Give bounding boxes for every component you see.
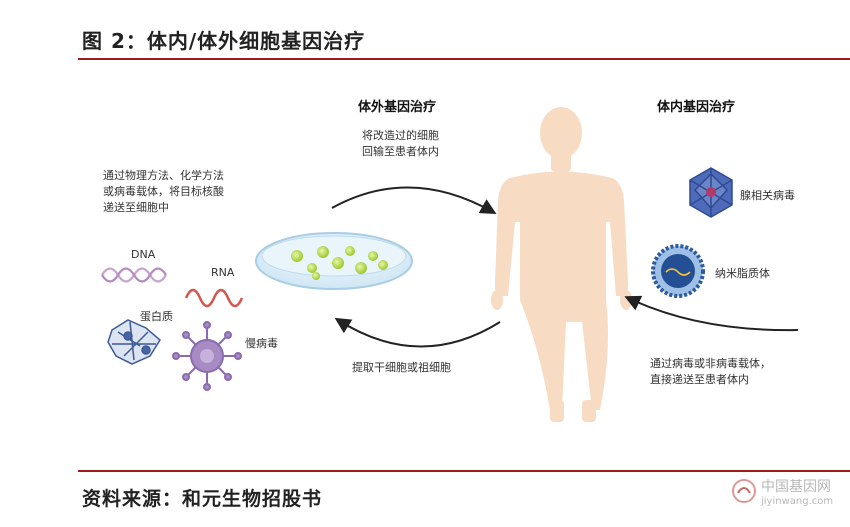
watermark-en: jiyinwang.com [761, 496, 834, 507]
return-arrow [331, 186, 497, 214]
ex-vivo-heading: 体外基因治疗 [358, 100, 437, 115]
figure-source: 资料来源：和元生物招股书 [82, 488, 323, 510]
cultured-cells [291, 246, 388, 280]
extract-arrow [334, 317, 501, 348]
aav-icon [689, 167, 733, 218]
in-vivo-delivery-arrow [624, 295, 799, 332]
in-vivo-delivery-text: 通过病毒或非病毒载体， 直接递送至患者体内 [650, 357, 771, 386]
protein-label: 蛋白质 [140, 310, 173, 323]
lnp-icon [651, 244, 705, 298]
dna-label: DNA [131, 248, 156, 261]
dna-icon [101, 267, 167, 283]
return-cells-text: 将改造过的细胞 回输至患者体内 [362, 129, 439, 158]
aav-label: 腺相关病毒 [740, 189, 795, 202]
watermark-cn: 中国基因网 [761, 479, 831, 495]
lentivirus-label: 慢病毒 [245, 337, 278, 350]
watermark-logo-icon [732, 479, 756, 503]
lnp-label: 纳米脂质体 [715, 267, 770, 280]
in-vivo-heading: 体内基因治疗 [657, 100, 736, 115]
human-body-figure [491, 107, 632, 422]
protein-icon [107, 319, 161, 365]
top-rule [78, 58, 850, 60]
bottom-rule [78, 470, 850, 472]
rna-label: RNA [211, 266, 235, 279]
figure-title: 图 2：体内/体外细胞基因治疗 [82, 29, 366, 53]
rna-icon [184, 288, 244, 308]
extract-cells-text: 提取干细胞或祖细胞 [352, 361, 451, 374]
lentivirus-icon [172, 321, 242, 391]
ex-vivo-delivery-text: 通过物理方法、化学方法 或病毒载体，将目标核酸 递送至细胞中 [103, 169, 224, 214]
